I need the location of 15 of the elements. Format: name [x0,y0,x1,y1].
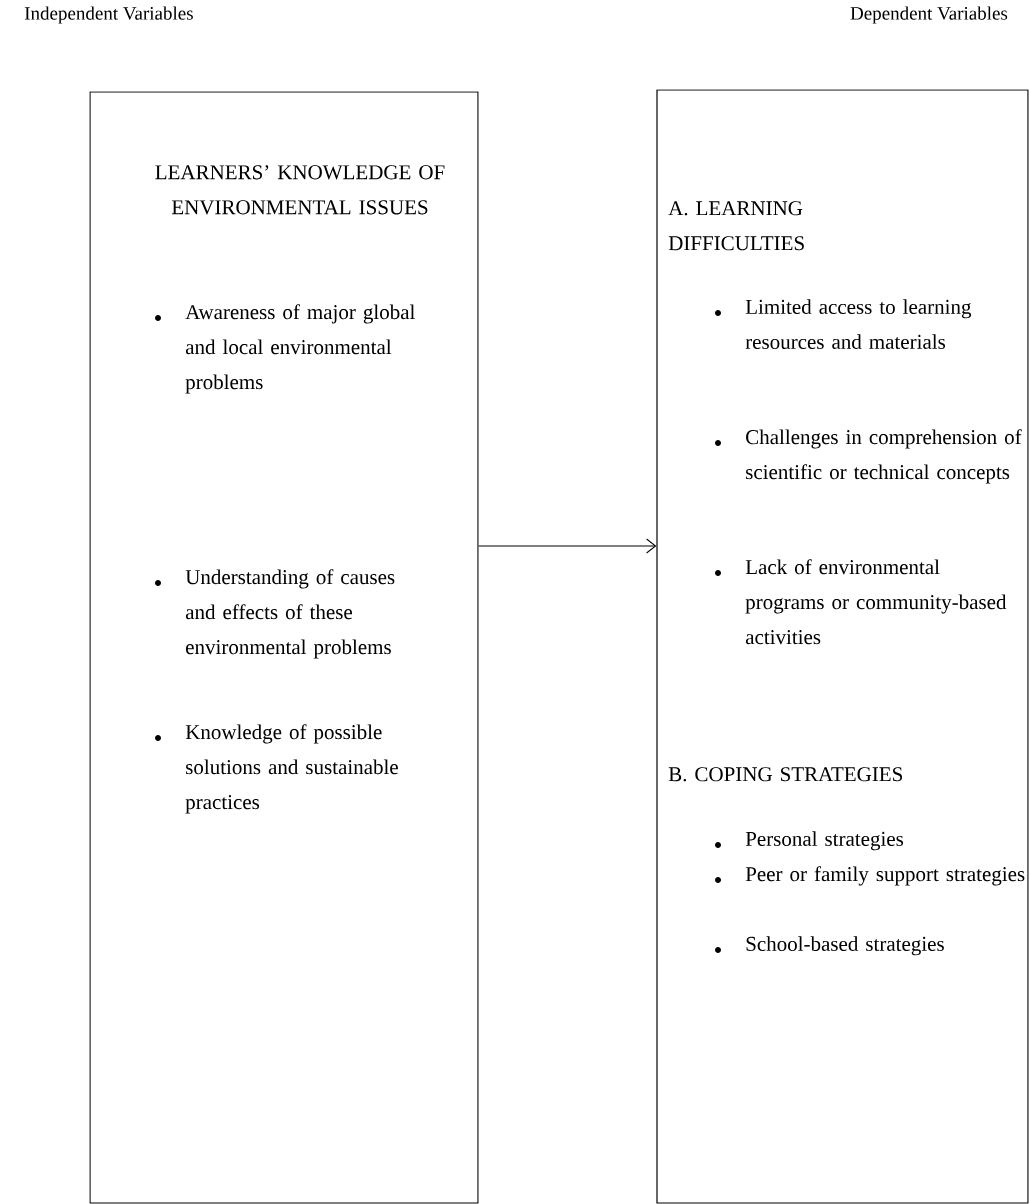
bullet-item: Challenges in comprehension of scientific or technical concepts [715,429,1022,484]
bullet-item: Understanding of causes and effects of these environmental problems [155,569,395,659]
bullet-item: Lack of environmental programs or community-based activities [715,559,1007,645]
bullet-item: Personal strategies [715,831,904,851]
bullet-item: Peer or family support strategies [715,866,1025,886]
heading: LEARNERS’ KNOWLEDGE OF ENVIRONMENTAL ISSUES [155,165,445,215]
bullet-item: School-based strategies [715,936,944,956]
column-label: Dependent Variables [850,6,1008,24]
bullet-item: Limited access to learning resources and materials [715,299,972,349]
heading: A. LEARNING DIFFICULTIES [668,201,804,251]
bullet-item: Awareness of major global and local environmental problems [155,304,415,394]
bullet-item: Knowledge of possible solutions and sustainable practices [155,724,398,814]
arrow [478,538,657,554]
column-label: Independent Variables [24,6,193,24]
heading: B. COPING STRATEGIES [668,767,902,782]
